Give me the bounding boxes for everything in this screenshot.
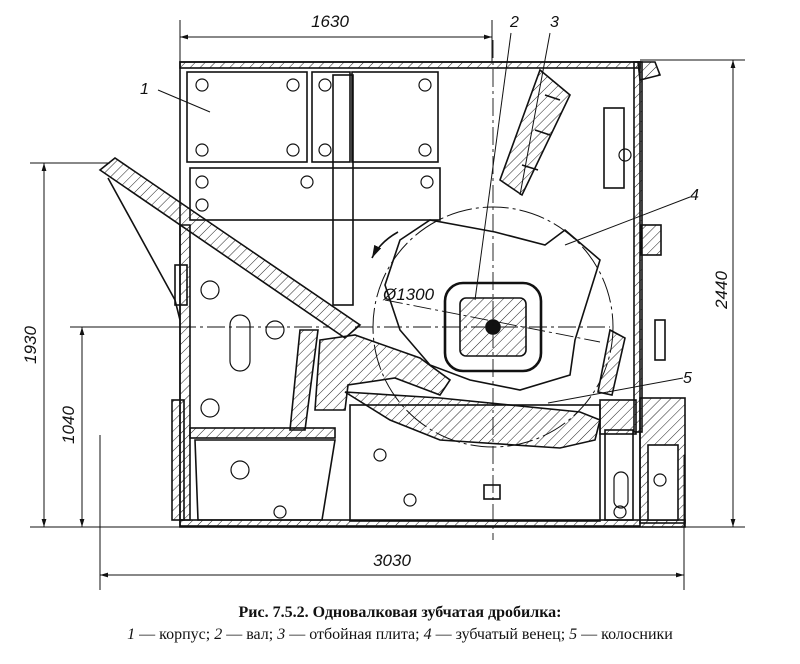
dim-bottom-width: 3030 bbox=[373, 551, 411, 570]
dim-total-height: 2440 bbox=[712, 271, 731, 310]
part-label-4: 4 bbox=[690, 187, 699, 204]
crusher-body bbox=[98, 61, 686, 528]
center-lines bbox=[120, 40, 610, 540]
part-label-5: 5 bbox=[683, 370, 692, 387]
caption-title: Рис. 7.5.2. Одновалковая зубчатая дробил… bbox=[238, 604, 562, 621]
legend-num-3: 3 bbox=[277, 626, 286, 643]
dimension-texts: 1630 2440 1930 1040 3030 Ø1300 bbox=[21, 12, 731, 570]
part-label-1: 1 bbox=[140, 81, 149, 98]
dim-top-width: 1630 bbox=[311, 12, 349, 31]
bolt-holes bbox=[195, 78, 667, 519]
legend-text-3: отбойная плита bbox=[309, 626, 416, 643]
leader-lines bbox=[157, 32, 691, 404]
part-label-3: 3 bbox=[550, 14, 559, 31]
legend-text-5: колосники bbox=[601, 626, 673, 643]
part-label-2: 2 bbox=[509, 14, 519, 31]
dim-feed-height: 1930 bbox=[21, 326, 40, 364]
legend-num-5: 5 bbox=[569, 626, 578, 643]
legend-text-1: корпус bbox=[159, 626, 206, 643]
legend-text-4: зубчатый венец bbox=[455, 626, 561, 643]
caption-legend: 1 — корпус; 2 — вал; 3 — отбойная плита;… bbox=[127, 626, 673, 643]
dim-shaft-height: 1040 bbox=[59, 406, 78, 444]
legend-num-4: 4 bbox=[423, 626, 432, 643]
dim-roll-diameter: Ø1300 bbox=[382, 285, 435, 304]
legend-num-1: 1 bbox=[127, 626, 136, 643]
rotation-arrow bbox=[371, 231, 399, 259]
legend-num-2: 2 bbox=[214, 626, 223, 643]
legend-text-2: вал bbox=[246, 626, 269, 643]
figure-caption: Рис. 7.5.2. Одновалковая зубчатая дробил… bbox=[0, 602, 800, 646]
part-labels: 1 2 3 4 5 bbox=[140, 14, 699, 387]
crusher-drawing: 1630 2440 1930 1040 3030 Ø1300 bbox=[21, 12, 745, 590]
